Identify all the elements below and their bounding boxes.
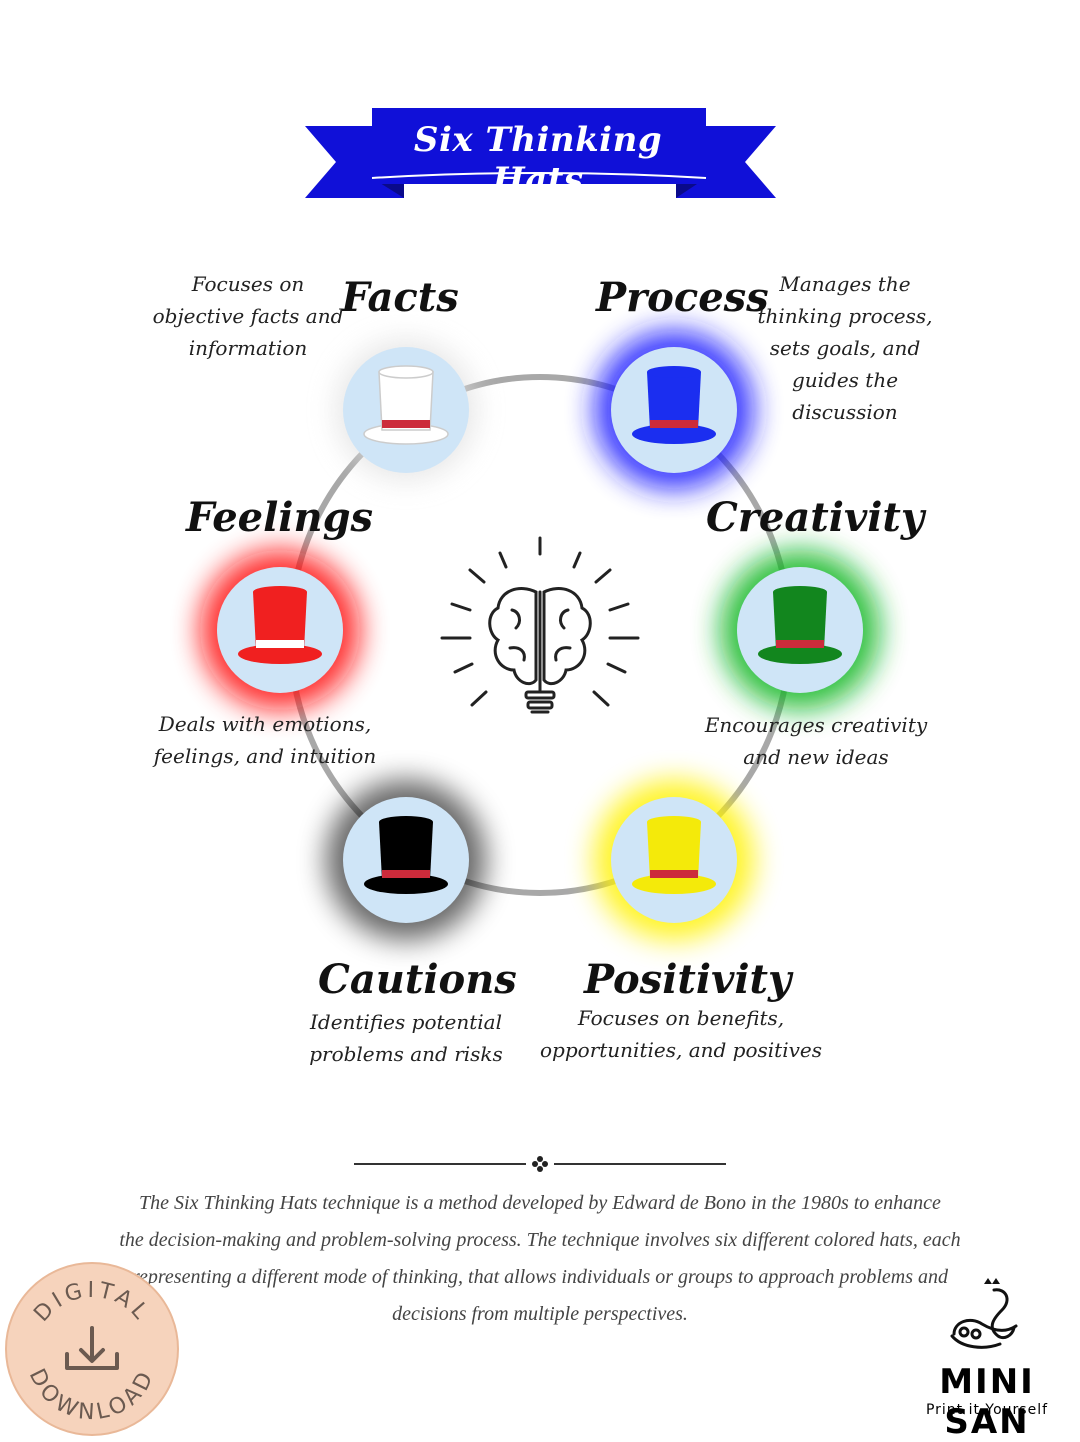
hat-top: [647, 816, 701, 828]
hat-green: [720, 550, 880, 710]
hat-band: [382, 870, 430, 878]
brand-name: MINI SAN: [939, 1362, 1035, 1442]
hat-black: [326, 780, 486, 940]
svg-text:DIGITAL: DIGITAL: [29, 1278, 155, 1327]
hat-title-feelings: Feelings: [186, 494, 374, 541]
svg-text:DOWNLOAD: DOWNLOAD: [24, 1365, 161, 1425]
hat-band: [776, 640, 824, 648]
hat-red: [200, 550, 360, 710]
hat-title-process: Process: [596, 274, 769, 321]
hat-crown: [253, 592, 307, 650]
badge-top-text: DIGITAL: [29, 1278, 151, 1327]
hat-desc-feelings: Deals with emotions,feelings, and intuit…: [153, 712, 377, 768]
hat-crown: [379, 822, 433, 880]
hat-top: [378, 365, 434, 379]
hat-title-positivity: Positivity: [584, 956, 792, 1003]
hat-title-cautions: Cautions: [318, 956, 517, 1003]
hat-crown: [647, 822, 701, 880]
brain-lightbulb-icon: [440, 536, 640, 714]
hat-top: [773, 586, 827, 598]
hat-band: [650, 870, 698, 878]
hat-title-creativity: Creativity: [706, 494, 925, 541]
hat-band: [256, 640, 304, 648]
hats-diagram: [200, 330, 880, 940]
hat-top: [253, 586, 307, 598]
page-title: Six Thinking Hats: [413, 120, 663, 200]
hat-crown: [773, 592, 827, 650]
swan-logo-icon: [950, 1278, 1018, 1349]
hat-band: [650, 420, 698, 428]
hat-yellow: [594, 780, 754, 940]
badge-text: DIGITAL DOWNLOAD: [24, 1278, 161, 1426]
hat-desc-positivity: Focuses on benefits,opportunities, and p…: [540, 1006, 822, 1062]
hat-band: [382, 420, 430, 428]
hat-top: [379, 816, 433, 828]
hat-white: [336, 340, 476, 480]
hat-blue: [594, 330, 754, 490]
hat-title-facts: Facts: [341, 274, 459, 321]
hat-top: [647, 366, 701, 378]
hat-crown: [647, 372, 701, 430]
badge-bottom-text: DOWNLOAD: [24, 1365, 157, 1425]
brand-tagline: Print it Yourself: [925, 1402, 1049, 1418]
ornament-divider: [354, 1156, 726, 1172]
download-icon: [65, 1326, 119, 1370]
description-paragraph: The Six Thinking Hats technique is a met…: [119, 1192, 961, 1325]
title-ribbon: [305, 108, 776, 198]
hats-layer: [200, 330, 880, 940]
